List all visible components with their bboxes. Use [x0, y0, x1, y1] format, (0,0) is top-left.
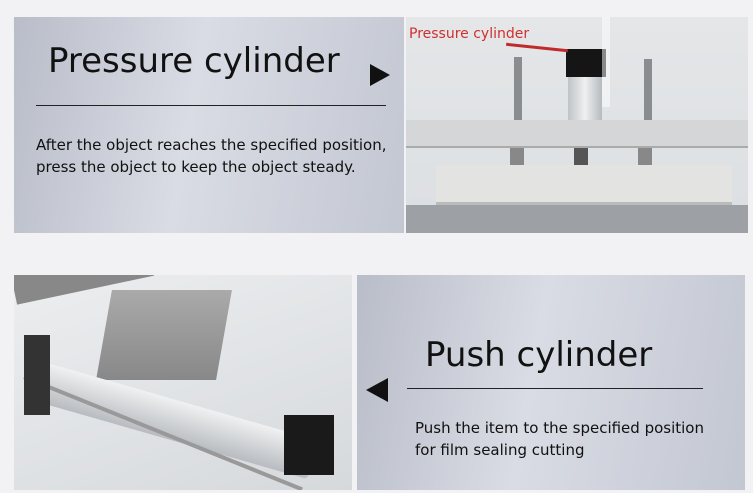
pressure-cylinder-label: Pressure cylinder [409, 26, 530, 42]
pressure-description-2: press the object to keep the object stea… [36, 158, 356, 176]
push-description-2: for film sealing cutting [415, 441, 585, 459]
push-title: Push cylinder [425, 335, 653, 375]
arrow-right-icon [370, 64, 390, 86]
push-description-1: Push the item to the specified position [415, 419, 704, 437]
arrow-left-icon [366, 378, 388, 402]
pressure-cylinder-photo: Pressure cylinder [406, 17, 748, 233]
divider [36, 105, 386, 106]
divider [407, 388, 703, 389]
pressure-title: Pressure cylinder [48, 41, 340, 81]
pressure-cylinder-text-panel: Pressure cylinder After the object reach… [14, 17, 404, 233]
push-cylinder-text-panel: Push cylinder Push the item to the speci… [357, 275, 745, 490]
pressure-description-1: After the object reaches the specified p… [36, 136, 387, 154]
push-cylinder-photo [14, 275, 352, 490]
